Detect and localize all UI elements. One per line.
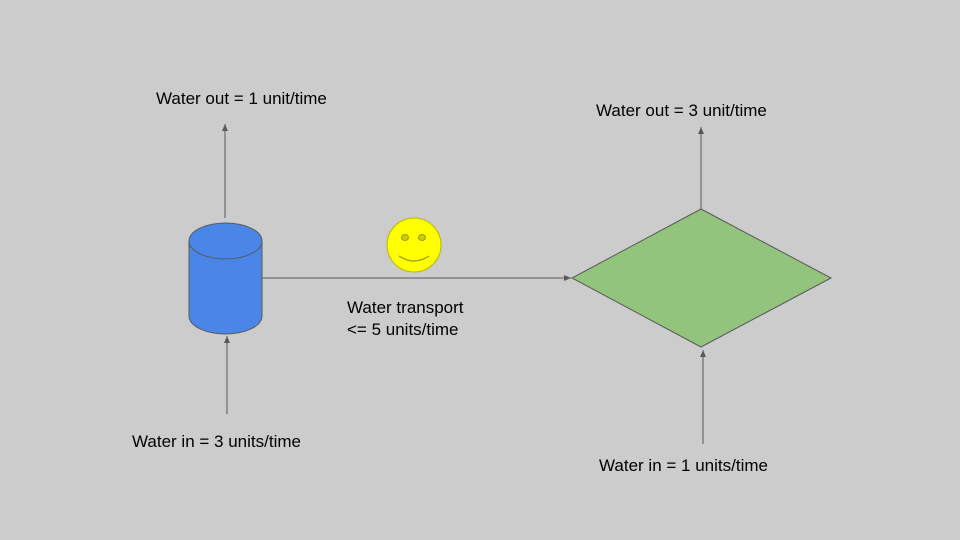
water-transport-title: Water transport: [347, 298, 464, 317]
left-water-in-label: Water in = 3 units/time: [132, 432, 301, 451]
water-tank-cylinder: [188, 222, 263, 335]
left-water-out-label: Water out = 1 unit/time: [156, 89, 327, 108]
smiley-face-icon: [386, 217, 442, 273]
right-water-in-label: Water in = 1 units/time: [599, 456, 768, 475]
water-transport-capacity: <= 5 units/time: [347, 320, 459, 339]
right-water-out-label: Water out = 3 unit/time: [596, 101, 767, 120]
field-diamond: [570, 208, 833, 348]
water-transport-label: Water transport <= 5 units/time: [347, 297, 464, 341]
